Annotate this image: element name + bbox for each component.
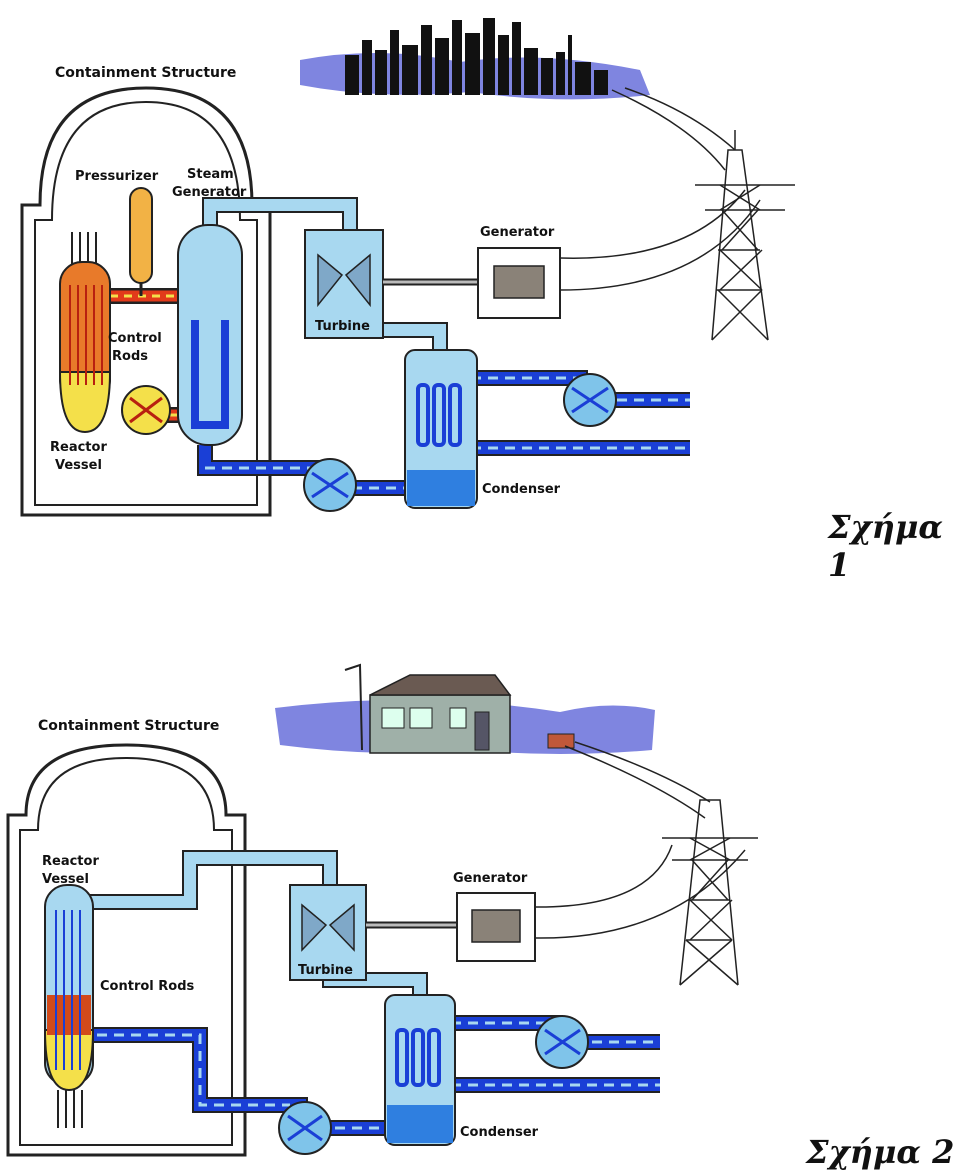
generator bbox=[456, 892, 536, 962]
generator bbox=[477, 247, 561, 319]
label-turbine: Turbine bbox=[298, 963, 353, 978]
steam-generator bbox=[177, 224, 243, 446]
condenser bbox=[404, 349, 478, 509]
label-reactor: Reactor bbox=[50, 440, 107, 455]
label-reactor: Reactor bbox=[42, 854, 99, 869]
pressurizer bbox=[129, 187, 153, 296]
transmission-tower-icon bbox=[534, 741, 758, 986]
turbine bbox=[289, 884, 460, 981]
label-containment-structure: Containment Structure bbox=[55, 65, 236, 81]
label-condenser: Condenser bbox=[460, 1125, 539, 1140]
city-skyline-icon bbox=[300, 18, 650, 100]
label-generator-sg: Generator bbox=[172, 185, 247, 200]
label-pressurizer: Pressurizer bbox=[75, 169, 159, 184]
figure-2-bwr-diagram: Containment Structure Reactor Vessel Gen… bbox=[6, 663, 758, 1157]
label-condenser: Condenser bbox=[482, 482, 561, 497]
label-control: Control bbox=[108, 331, 162, 346]
label-generator: Generator bbox=[453, 871, 528, 886]
label-generator: Generator bbox=[480, 225, 555, 240]
label-turbine: Turbine bbox=[315, 319, 370, 334]
turbine bbox=[304, 229, 480, 339]
reactor-vessel bbox=[58, 232, 112, 434]
label-control-rods: Control Rods bbox=[100, 979, 195, 994]
house-icon bbox=[275, 663, 655, 754]
containment-structure bbox=[6, 743, 247, 1157]
caption-figure-2: Σχήμα 2 bbox=[806, 1133, 955, 1171]
label-containment-structure: Containment Structure bbox=[38, 718, 219, 734]
reactor-vessel bbox=[43, 884, 95, 1128]
condenser bbox=[384, 994, 456, 1146]
figure-1-pwr-diagram: Containment Structure Pressurizer Steam … bbox=[20, 18, 795, 517]
label-rods: Rods bbox=[112, 349, 148, 364]
label-vessel: Vessel bbox=[55, 458, 102, 473]
transmission-tower-icon bbox=[559, 87, 795, 341]
label-vessel: Vessel bbox=[42, 872, 89, 887]
label-steam: Steam bbox=[187, 167, 234, 182]
caption-figure-1: Σχήμα 1 bbox=[828, 508, 943, 584]
